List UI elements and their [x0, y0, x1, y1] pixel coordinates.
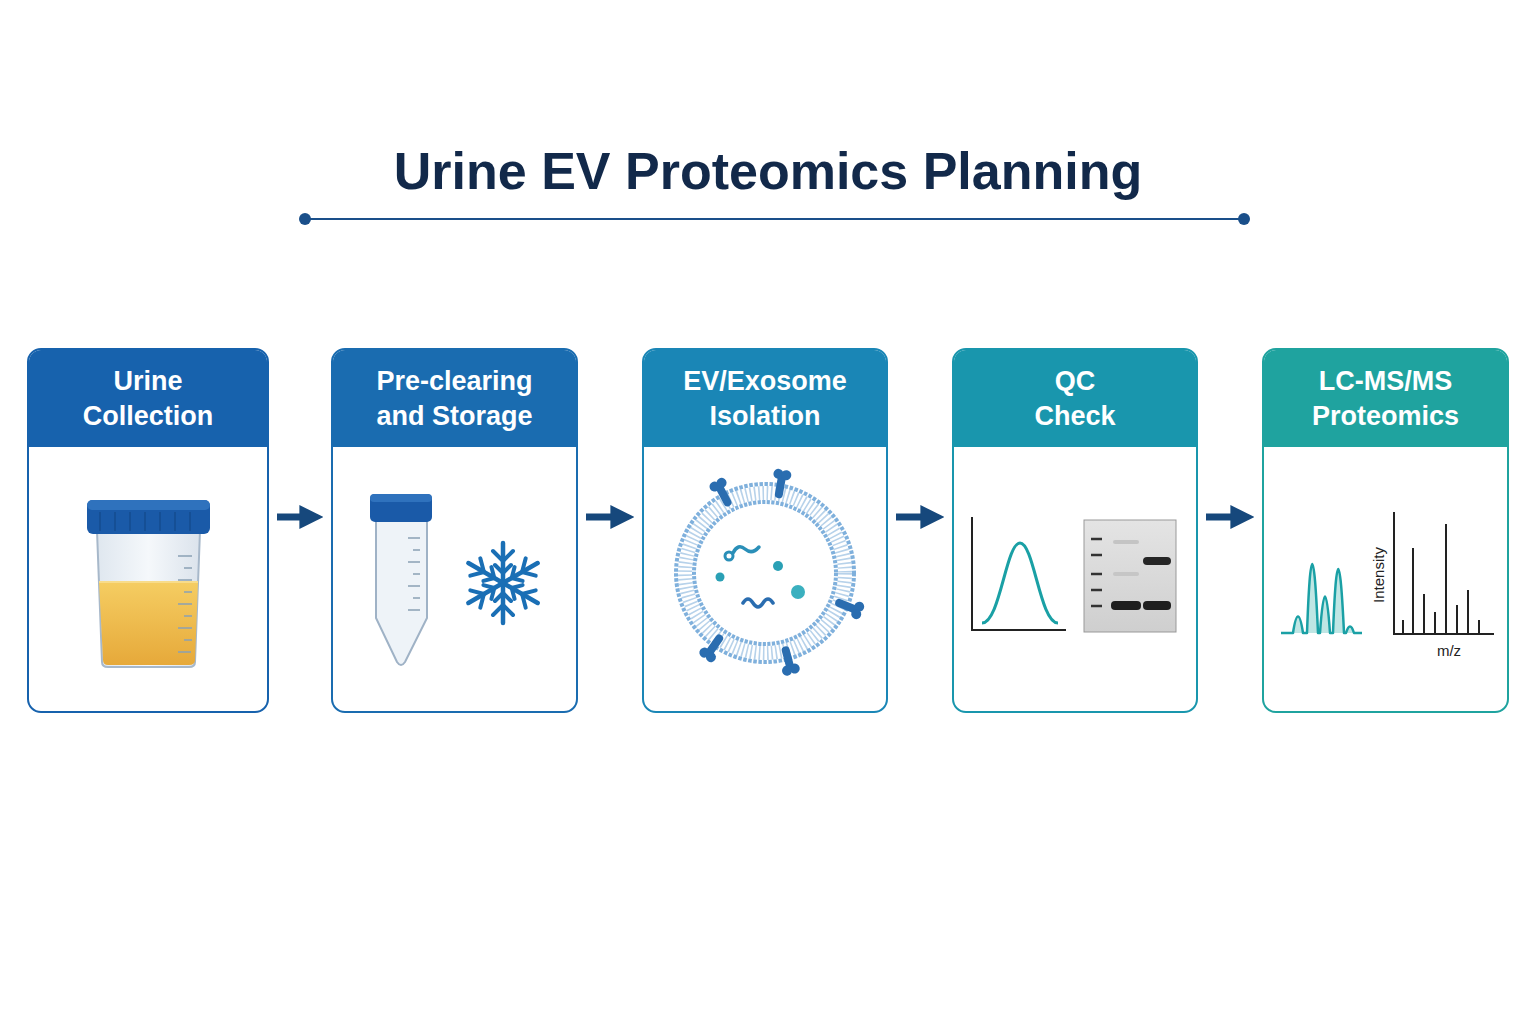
box-title: QC Check: [1025, 364, 1125, 434]
flow-arrow: [896, 513, 930, 520]
flow-arrow: [1206, 513, 1240, 520]
box-header: LC-MS/MS Proteomics: [1264, 350, 1507, 447]
flow-arrow: [586, 513, 620, 520]
snowflake-icon: [463, 543, 542, 623]
tube-icon: [370, 494, 432, 665]
box-title: Pre-clearing and Storage: [360, 364, 550, 434]
box-title: Urine Collection: [53, 364, 243, 434]
box-header: Pre-clearing and Storage: [333, 350, 576, 447]
box-title: LC-MS/MS Proteomics: [1291, 364, 1481, 434]
process-box: Pre-clearing and Storage: [331, 348, 578, 713]
size-distribution-chart: [972, 517, 1066, 630]
vesicle-icon: [676, 468, 866, 677]
box-title: EV/Exosome Isolation: [670, 364, 860, 434]
mass-spectrum: [1394, 512, 1494, 634]
chromatogram: [1281, 564, 1362, 633]
process-box: Urine Collection: [27, 348, 269, 713]
title-underline: [299, 213, 1250, 225]
process-box: LC-MS/MS Proteomics: [1262, 348, 1509, 713]
box-header: Urine Collection: [29, 350, 267, 447]
process-box: QC Check: [952, 348, 1198, 713]
process-box: EV/Exosome Isolation: [642, 348, 888, 713]
flow-arrow: [277, 513, 309, 520]
urine-cup-icon: [87, 500, 210, 667]
box-header: EV/Exosome Isolation: [644, 350, 886, 447]
diagram-title: Urine EV Proteomics Planning: [0, 138, 1536, 204]
box-header: QC Check: [954, 350, 1196, 447]
western-blot-gel: [1084, 520, 1176, 632]
